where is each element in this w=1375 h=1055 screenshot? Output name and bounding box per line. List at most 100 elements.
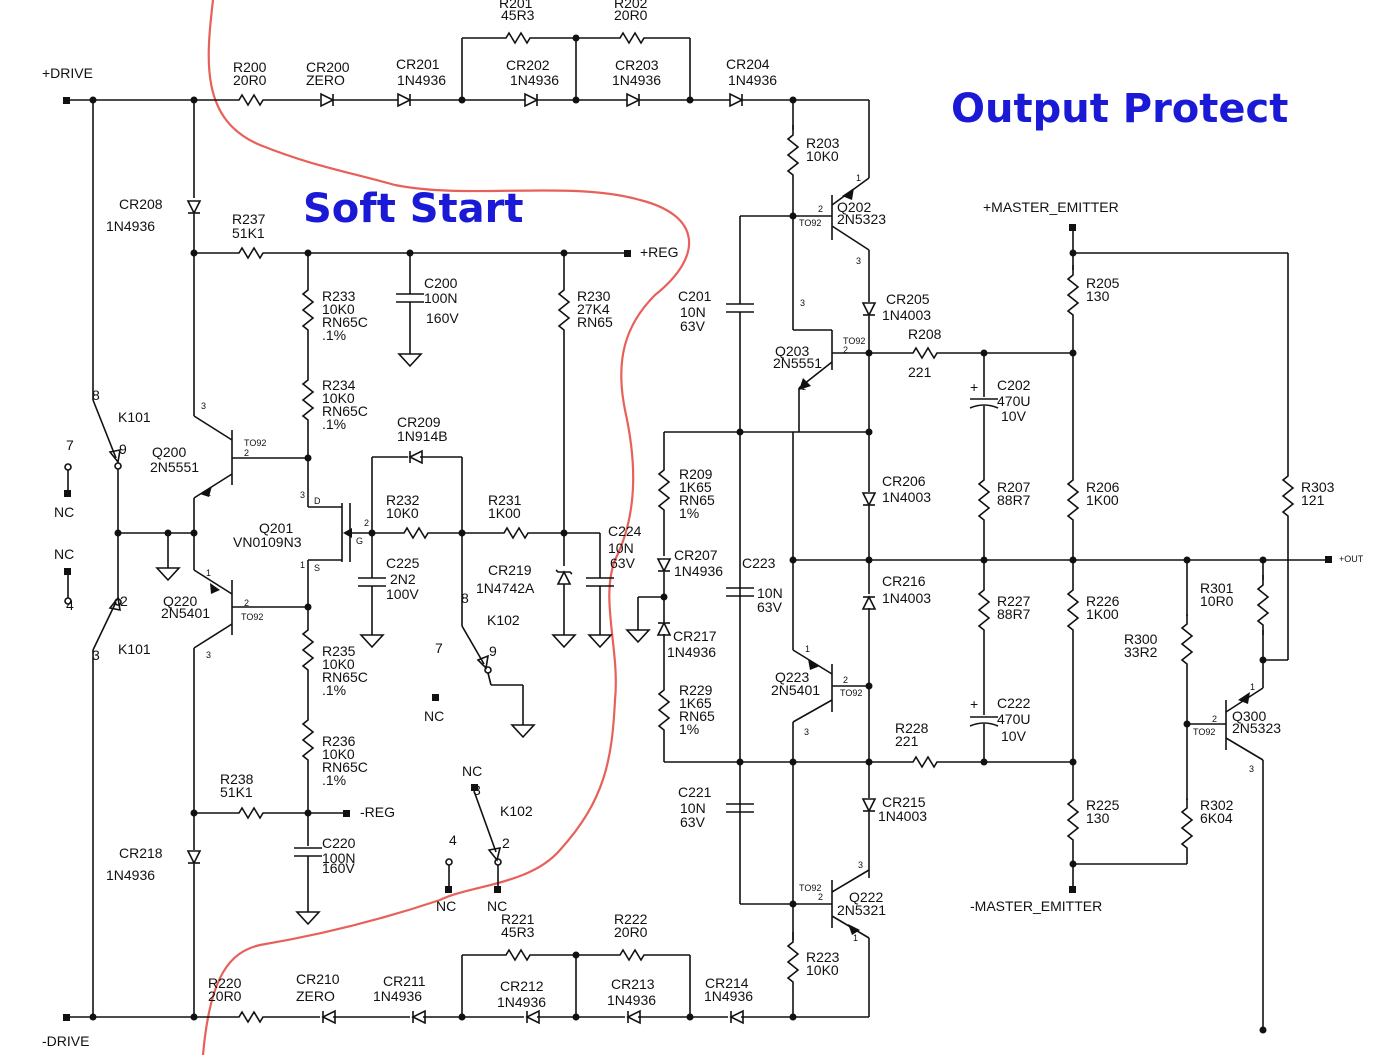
output-protect-lower [664,560,1288,1034]
label-r227-ref: R227 [997,593,1031,609]
label-c201-ref: C201 [678,288,712,304]
c202-polarity-label: + [970,379,978,395]
label-c225-ref: C225 [386,555,420,571]
label-r234-ref: R234 [322,377,356,393]
label-q300-ref: Q300 [1232,708,1266,724]
pin-label: 2 [244,598,249,608]
label-cr209-ref: CR209 [397,414,441,430]
package-label: TO92 [799,883,821,893]
label-r209-tolerance: 1% [679,505,699,521]
label-c200-ref: C200 [424,275,458,291]
label-cr217-value: 1N4936 [667,644,716,660]
pin-label: 9 [119,441,127,457]
label-r232-ref: R232 [386,492,420,508]
label-cr206-ref: CR206 [882,473,926,489]
label-r208-value: 221 [908,364,932,380]
label-r235-extra: RN65C [322,669,368,685]
label-cr200-ref: CR200 [306,59,350,75]
pin-label: 2 [818,204,823,214]
pin-labels: 8 9 7 NC NC 4 2 3 3 TO92 2 1 1 2 TO92 3 … [54,173,1255,943]
pin-label: 3 [92,647,100,663]
label-cr205-value: 1N4003 [882,307,931,323]
plus-drive-label: +DRIVE [42,65,93,81]
label-cr207-value: 1N4936 [674,563,723,579]
label-cr207-ref: CR207 [674,547,718,563]
label-c223-extra: 63V [757,599,783,615]
label-r201-ref: R201 [499,0,533,11]
label-q300-value: 2N5323 [1232,720,1281,736]
label-cr216-value: 1N4003 [882,590,931,606]
label-c223-value: 10N [757,585,783,601]
label-r208-ref: R208 [908,326,942,342]
label-c225-extra: 100V [386,586,419,602]
pin-label: 2 [364,518,369,528]
pin-label: 2 [502,835,510,851]
label-c223-ref: C223 [742,555,776,571]
label-c221-extra: 63V [680,814,706,830]
minus-drive-rail [63,938,870,1024]
pin-label: 1 [206,488,211,498]
label-r235-ref: R235 [322,643,356,659]
label-cr208-value: 1N4936 [106,218,155,234]
label-c220-value: 100N [322,850,355,866]
label-q203-value: 2N5551 [773,355,822,371]
label-cr218-value: 1N4936 [106,867,155,883]
label-r231-ref: R231 [488,492,522,508]
label-q200-ref: Q200 [152,444,186,460]
label-cr213-value: 1N4936 [607,992,656,1008]
label-r207-ref: R207 [997,479,1031,495]
label-r303-ref: R303 [1301,479,1335,495]
label-cr208-ref: CR208 [119,196,163,212]
label-r202-ref: R202 [614,0,648,11]
label-c225-value: 2N2 [390,571,416,587]
label-r236-extra: RN65C [322,759,368,775]
pin-label: 2 [244,448,249,458]
label-r209-extra: RN65 [679,492,715,508]
label-r226-value: 1K00 [1086,606,1119,622]
output-protect-title: Output Protect [951,86,1288,132]
label-c202-ref: C202 [997,377,1031,393]
label-r238-ref: R238 [220,771,254,787]
label-r301-value: 10R0 [1200,593,1234,609]
label-r302-ref: R302 [1200,797,1234,813]
pin-label: 9 [489,643,497,659]
label-cr203-value: 1N4936 [612,72,661,88]
label-q222-value: 2N5321 [837,902,886,918]
pin-label: 3 [858,860,863,870]
pin-label: 2 [1212,714,1217,724]
label-r222-ref: R222 [614,911,648,927]
label-r225-ref: R225 [1086,797,1120,813]
label-r230-extra: RN65 [577,314,613,330]
label-r303-value: 121 [1301,492,1325,508]
label-r233-value: 10K0 [322,301,355,317]
label-c220-ref: C220 [322,835,356,851]
label-q202-ref: Q202 [837,199,871,215]
label-cr219-value: 1N4742A [476,580,535,596]
label-cr200-value: ZERO [306,72,345,88]
label-q201-ref: Q201 [259,520,293,536]
label-q203-ref: Q203 [775,343,809,359]
pin-label: 3 [206,650,211,660]
label-c222-extra: 10V [1001,728,1027,744]
plus-reg-label: +REG [640,244,679,260]
nc-label: NC [487,898,507,914]
label-r228-ref: R228 [895,720,929,736]
label-r206-value: 1K00 [1086,492,1119,508]
label-cr204-ref: CR204 [726,56,770,72]
label-r227-value: 88R7 [997,606,1031,622]
label-k102-lower-ref: K102 [500,803,533,819]
label-r220-ref: R220 [208,975,242,991]
label-cr218-ref: CR218 [119,845,163,861]
minus-drive-label: -DRIVE [42,1033,89,1049]
label-cr213-ref: CR213 [611,976,655,992]
label-cr212-ref: CR212 [500,978,544,994]
label-cr216-ref: CR216 [882,573,926,589]
pin-label: 1 [801,382,806,392]
pin-label: 2 [843,345,848,355]
label-r236-value: 10K0 [322,746,355,762]
label-r230-ref: R230 [577,288,611,304]
label-cr211-ref: CR211 [383,973,426,989]
plus-master-emitter-label: +MASTER_EMITTER [983,199,1119,215]
label-r237-ref: R237 [232,211,266,227]
